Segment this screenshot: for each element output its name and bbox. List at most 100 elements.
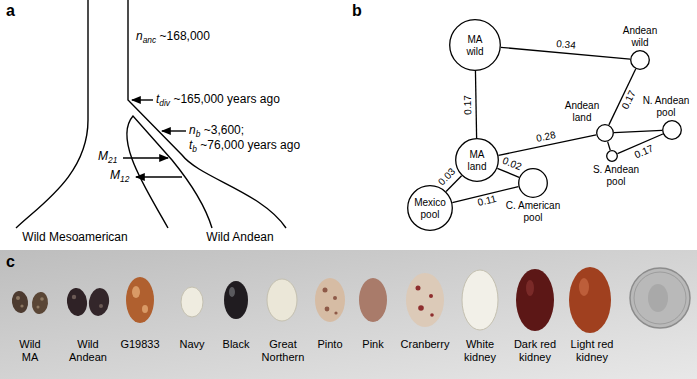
panel-letter: a (6, 2, 15, 20)
bean-shine (579, 278, 589, 296)
parameter-label: tb ~76,000 years ago (189, 139, 300, 154)
node-circle (596, 124, 614, 142)
edge-label: 0.11 (476, 194, 499, 209)
migration-arrow (123, 157, 168, 158)
cluster-node: Andean wild (630, 50, 650, 70)
bean (462, 270, 498, 330)
bean (11, 290, 30, 314)
node-outline (631, 51, 650, 70)
bean-spot (416, 286, 421, 291)
parameter-label: nanc ~168,000 (136, 30, 210, 45)
photo-background (0, 250, 697, 379)
bean-label: Pinto (310, 338, 350, 351)
cluster-node: Mexico pool (407, 185, 453, 231)
bean-spot (333, 296, 337, 300)
node-label: C. American pool (501, 200, 565, 223)
migration-arrow (136, 176, 182, 177)
coin-relief (648, 284, 668, 312)
bean-spot (323, 288, 328, 293)
node-outline (597, 125, 614, 142)
bean-label: Black (216, 338, 256, 351)
bean (224, 281, 248, 319)
edge-label: 0.02 (500, 155, 524, 172)
cluster-node: N. Andean pool (662, 120, 682, 140)
bean-photo (11, 267, 690, 333)
mesoamerican-outline (16, 0, 88, 228)
distance-edge (608, 142, 611, 151)
bean-spot (142, 305, 148, 313)
bean-spot (99, 304, 103, 308)
bean (181, 287, 203, 317)
cluster-node: MA land (455, 138, 499, 182)
bean-label: Navy (172, 338, 212, 351)
node-circle (606, 150, 618, 162)
bean-spot (334, 311, 337, 314)
node-circle (662, 120, 682, 140)
distance-edge (614, 130, 662, 132)
bean-label: Dark red kidney (509, 338, 561, 363)
bean (66, 287, 89, 317)
cluster-node: Andean land (596, 124, 614, 142)
bean-label: Light red kidney (564, 338, 620, 363)
parameter-label: tdiv ~165,000 years ago (156, 93, 280, 108)
andean-outline (128, 0, 286, 228)
time-arrow (132, 99, 153, 100)
population-label: Wild Mesoamerican (22, 231, 127, 245)
bean-spot (418, 305, 424, 311)
bean-spot (430, 313, 434, 317)
bean-spot (37, 306, 40, 309)
node-circle (630, 50, 650, 70)
bean-spot (132, 286, 140, 298)
node-outline (408, 186, 453, 231)
edge-label: 0.34 (555, 39, 577, 51)
panel-letter: c (6, 253, 15, 271)
cluster-node: S. Andean pool (606, 150, 618, 162)
edge-label: 0.17 (463, 94, 473, 116)
edge-label: 0.28 (534, 130, 557, 144)
migration-label: M21 (98, 150, 117, 165)
bean-spot (40, 297, 44, 301)
bean-spot (325, 307, 330, 312)
distance-edge (475, 71, 476, 138)
bean (516, 269, 554, 331)
node-outline (607, 151, 618, 162)
node-label: MA land (462, 149, 492, 172)
bean-spot (429, 294, 433, 298)
demographic-model (16, 0, 286, 228)
bean-label: Great Northern (257, 338, 309, 363)
bean-label: White kidney (457, 338, 503, 363)
parameter-label: nb ~3,600; (189, 124, 244, 139)
bean-shine (526, 280, 534, 296)
node-label: MA wild (459, 34, 491, 57)
bean-spot (16, 296, 20, 300)
node-circle (518, 168, 548, 198)
node-outline (450, 20, 501, 71)
node-outline (456, 139, 499, 182)
bean-spot (20, 304, 23, 307)
bean (126, 277, 154, 323)
bean-label: Cranberry (395, 338, 455, 351)
bean-spot (72, 295, 76, 299)
node-outline (663, 121, 682, 140)
node-label: N. Andean pool (640, 95, 692, 118)
bean (87, 287, 111, 318)
bean-label: Wild MA (14, 338, 46, 363)
node-label: Andean land (561, 100, 603, 123)
bean (315, 278, 345, 322)
bottleneck-arrow (162, 130, 186, 131)
node-label: Mexico pool (410, 197, 450, 220)
bean (267, 279, 297, 321)
bean-label: G19833 (115, 338, 165, 351)
bean-label: Pink (353, 338, 393, 351)
bean (359, 278, 387, 322)
edge-label: 0.17 (620, 89, 638, 113)
coin-rim (634, 272, 686, 324)
edge-label: 0.17 (632, 143, 656, 161)
node-label: S. Andean pool (589, 164, 643, 187)
bean-shine (229, 287, 235, 297)
cluster-node: C. American pool (518, 168, 548, 198)
panel-letter: b (352, 2, 362, 20)
